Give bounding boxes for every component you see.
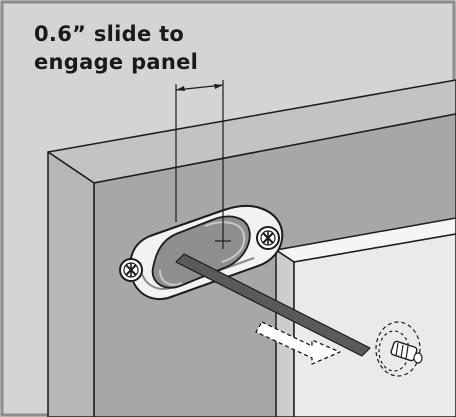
- arrow-dashed-body: [255, 321, 341, 365]
- engaging-panel-face: [293, 233, 456, 417]
- pin-outer-ring: [375, 321, 421, 377]
- pin-thread-3: [405, 345, 409, 360]
- dashed-arrow-icon: [255, 321, 341, 365]
- wall-panel-side-edge: [47, 151, 95, 417]
- slide-instruction-caption: 0.6” slide to engage panel: [34, 20, 198, 76]
- pin-thread-1: [395, 342, 399, 357]
- pin-thread-2: [400, 344, 404, 359]
- slot-inner-rim: [159, 269, 183, 286]
- tool-rod: [175, 253, 371, 357]
- pin-tip: [413, 352, 423, 364]
- caption-line-2: engage panel: [34, 50, 199, 74]
- screw-head-icon: [256, 226, 280, 250]
- dimension-arrowhead-left: [176, 86, 185, 91]
- dimension-arrowhead-right: [214, 84, 223, 89]
- slot-highlight: [204, 221, 246, 263]
- caption-line-1: 0.6” slide to: [34, 22, 185, 46]
- keyhole-slot: [151, 215, 251, 289]
- slide-dimension: [175, 80, 224, 233]
- screw-head-icon: [119, 258, 143, 282]
- mounting-pin-icon: [375, 321, 423, 377]
- mounting-bracket: [129, 204, 284, 301]
- alignment-tool: [175, 253, 371, 357]
